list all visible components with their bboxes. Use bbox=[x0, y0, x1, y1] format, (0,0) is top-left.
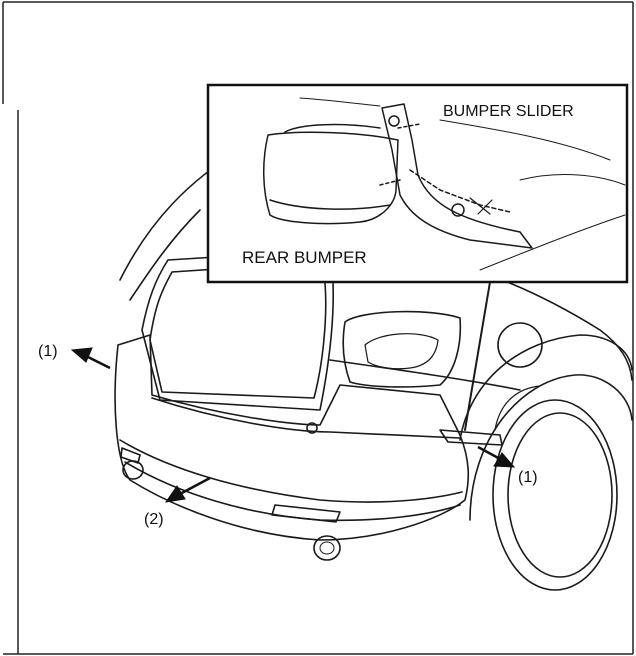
inset-label-bumper-slider: BUMPER SLIDER bbox=[443, 103, 574, 120]
callout-left-clip-label: (1) bbox=[38, 343, 58, 360]
lower-reflector bbox=[271, 504, 341, 523]
bumper-bolt bbox=[306, 422, 318, 434]
exhaust-left bbox=[122, 460, 144, 480]
arrow-pull-direction bbox=[164, 476, 211, 503]
vehicle-rear-illustration bbox=[114, 149, 633, 591]
quarter-lower bbox=[329, 359, 521, 391]
inset-bumper-corner bbox=[263, 131, 399, 225]
exhaust-right bbox=[313, 535, 341, 561]
inset-leader-line bbox=[464, 281, 491, 431]
callout-right-clip-label: (1) bbox=[518, 469, 538, 486]
inset-bumper-slider bbox=[381, 103, 533, 249]
arrow-left-clip bbox=[70, 347, 111, 370]
callout-pull-label: (2) bbox=[144, 511, 164, 528]
rear-glass-outer bbox=[129, 209, 201, 301]
rear-bumper-cover bbox=[114, 334, 470, 541]
inset-detail: BUMPER SLIDER REAR BUMPER bbox=[206, 83, 629, 284]
rear-wheel bbox=[469, 374, 633, 591]
inset-label-rear-bumper: REAR BUMPER bbox=[242, 248, 367, 267]
bumper-side-tab bbox=[439, 429, 503, 446]
inset-frame bbox=[206, 83, 629, 284]
arrow-right-clip bbox=[477, 445, 516, 468]
bumper-lower-step bbox=[119, 439, 463, 503]
callout-arrows bbox=[70, 347, 516, 503]
bumper-upper-edge bbox=[151, 397, 461, 439]
tail-lamp-lens bbox=[364, 333, 439, 370]
fuel-door bbox=[497, 322, 543, 368]
wheel-arch bbox=[459, 334, 633, 441]
tail-lamp-housing bbox=[342, 310, 462, 388]
